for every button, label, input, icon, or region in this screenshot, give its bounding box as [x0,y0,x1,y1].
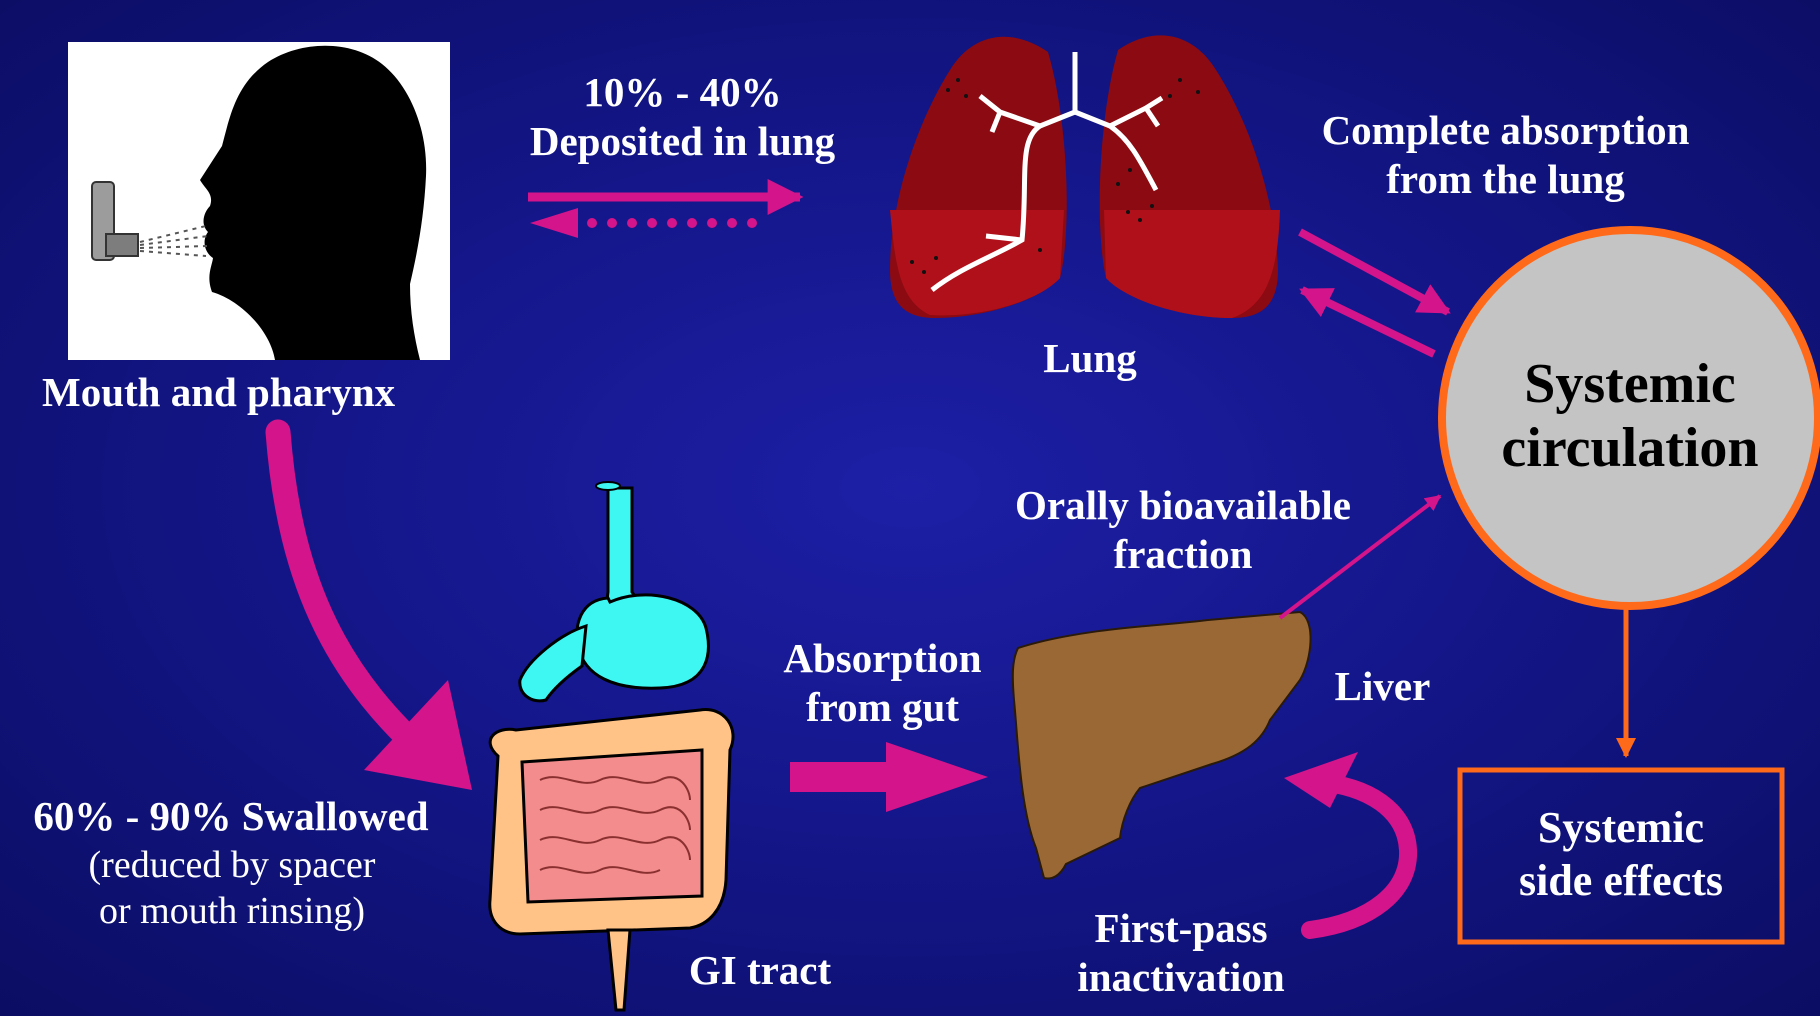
side-effects-line1: Systemic [1462,802,1780,855]
swallowed-note: (reduced by spacer or mouth rinsing) [60,842,404,935]
swallowed-note-line1: (reduced by spacer [60,842,404,888]
absorption-gut-arrow [790,742,988,812]
absorption-gut-label: Absorption from gut [760,634,1005,732]
systemic-circulation-label: Systemic circulation [1442,352,1818,481]
swallowed-note-line2: or mouth rinsing) [60,888,404,934]
mouth-pharynx-label: Mouth and pharynx [42,368,395,417]
orally-bioavailable-line2: fraction [978,530,1388,579]
orally-bioavailable-line1: Orally bioavailable [978,481,1388,530]
first-pass-label: First-pass inactivation [1052,904,1310,1002]
systemic-circulation-line1: Systemic [1442,352,1818,416]
complete-absorption-line2: from the lung [1278,155,1733,204]
gi-tract-label: GI tract [670,946,850,995]
first-pass-line1: First-pass [1052,904,1310,953]
liver-label: Liver [1320,662,1445,711]
swallowed-arrow [278,432,434,762]
liver-icon [1013,612,1311,878]
arrows-lung-circulation [1300,232,1448,354]
stomach-icon [577,595,709,688]
mouth-illustration [68,42,450,360]
absorption-gut-line1: Absorption [760,634,1005,683]
side-effects-line2: side effects [1462,855,1780,908]
gi-tract-illustration [490,482,733,1010]
lung-label: Lung [1000,334,1180,383]
lung-deposit-percent: 10% - 40% [500,68,865,117]
lung-illustration [890,35,1280,318]
systemic-circulation-line2: circulation [1442,416,1818,480]
orally-bioavailable-label: Orally bioavailable fraction [978,481,1388,579]
first-pass-line2: inactivation [1052,953,1310,1002]
arrows-mouth-lung [528,197,800,238]
side-effects-label: Systemic side effects [1462,802,1780,908]
complete-absorption-label: Complete absorption from the lung [1278,106,1733,204]
lung-deposit-label: 10% - 40% Deposited in lung [500,68,865,166]
absorption-gut-line2: from gut [760,683,1005,732]
swallowed-label: 60% - 90% Swallowed [12,792,450,841]
lung-deposit-text: Deposited in lung [500,117,865,166]
complete-absorption-line1: Complete absorption [1278,106,1733,155]
